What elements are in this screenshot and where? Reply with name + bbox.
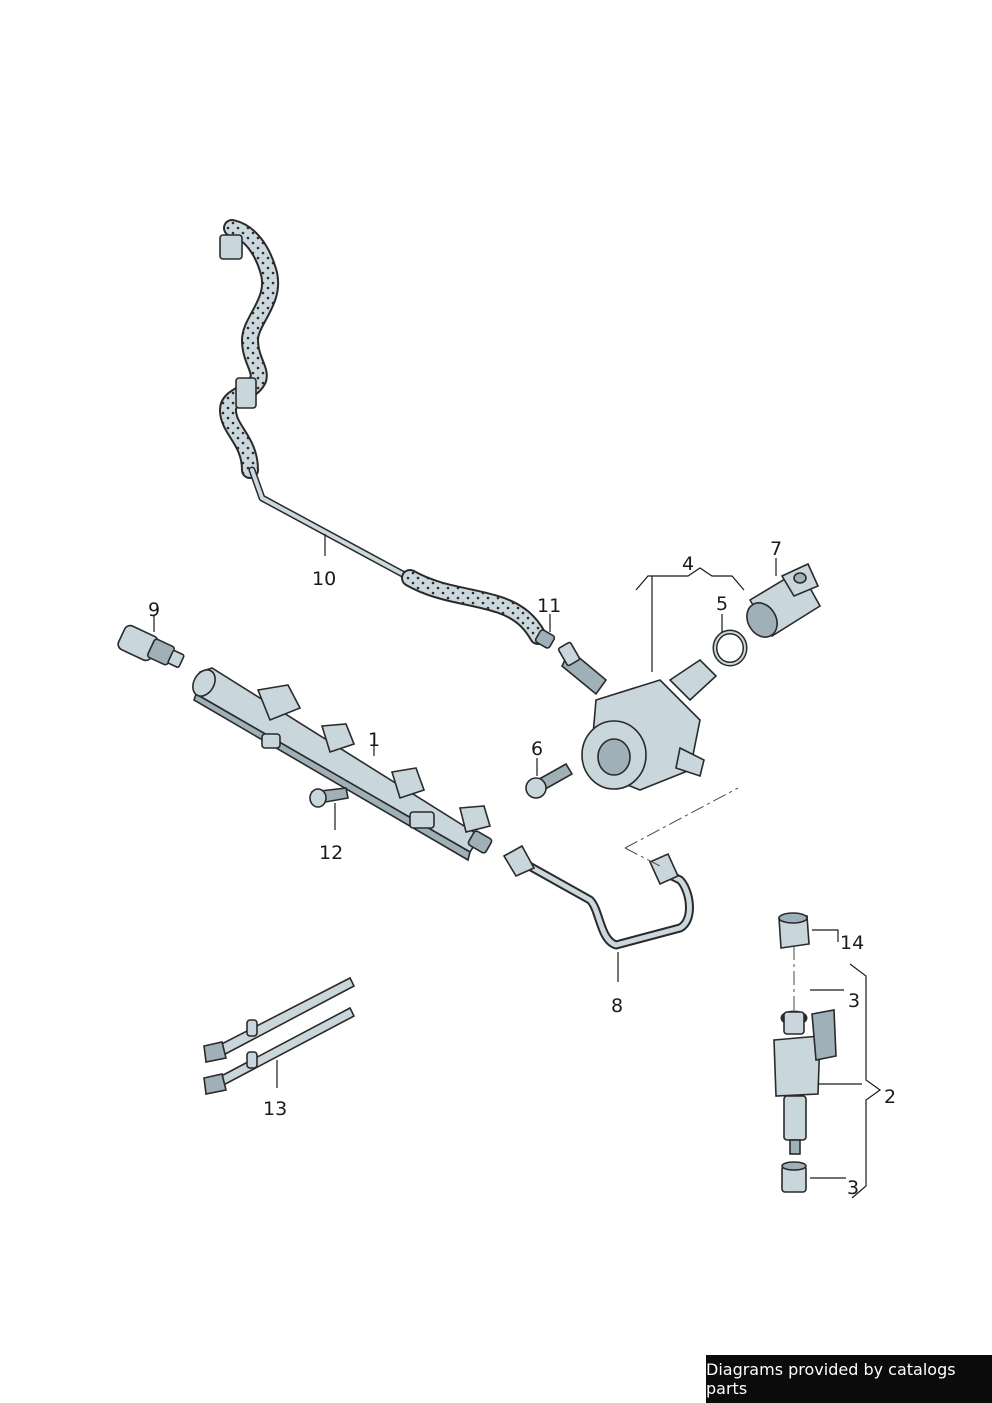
callout-3-lower: 3 xyxy=(847,1177,859,1199)
high-pressure-pump xyxy=(557,641,718,791)
watermark-text: Diagrams provided by catalogs parts xyxy=(706,1360,956,1398)
pump-bolt xyxy=(525,762,574,799)
high-pressure-line xyxy=(502,844,694,950)
callout-4: 4 xyxy=(682,553,694,575)
callout-3-upper: 3 xyxy=(848,990,860,1012)
callout-1: 1 xyxy=(368,729,380,751)
fuel-supply-hose xyxy=(219,219,547,645)
rail-bolt xyxy=(309,787,349,808)
callout-11: 11 xyxy=(537,595,561,617)
o-ring xyxy=(712,629,748,667)
fuel-rail xyxy=(192,667,493,862)
leader-lines xyxy=(153,534,862,1179)
callout-14: 14 xyxy=(840,932,864,954)
watermark-banner: Diagrams provided by catalogs parts xyxy=(706,1355,992,1403)
callout-13: 13 xyxy=(263,1098,287,1120)
callout-8: 8 xyxy=(611,995,623,1017)
hose-clamp xyxy=(534,629,556,649)
pump-tappet xyxy=(746,562,822,638)
callout-9: 9 xyxy=(148,599,160,621)
callout-12: 12 xyxy=(319,842,343,864)
callout-5: 5 xyxy=(716,593,728,615)
injector-lower-seal xyxy=(781,1161,807,1193)
cable-ties xyxy=(203,976,356,1095)
callout-2: 2 xyxy=(884,1086,896,1108)
injector-clip xyxy=(778,912,810,949)
callout-7: 7 xyxy=(770,538,782,560)
callout-10: 10 xyxy=(312,568,336,590)
callout-6: 6 xyxy=(531,738,543,760)
fuel-injector xyxy=(773,1009,837,1155)
pressure-sensor xyxy=(117,624,185,669)
